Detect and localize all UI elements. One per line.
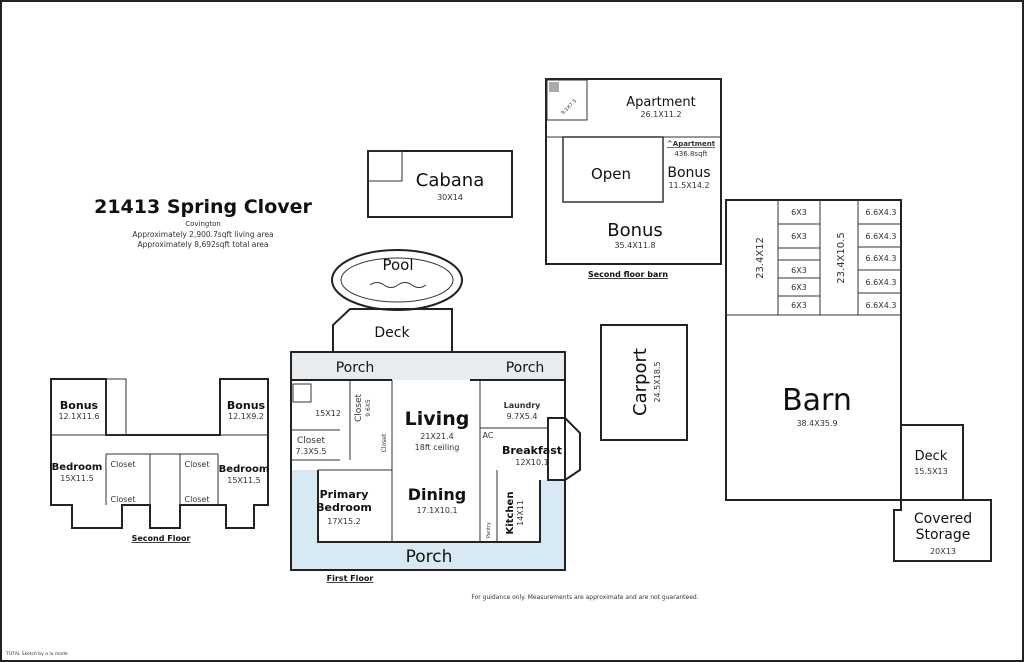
storage-label-2: Storage [916, 527, 971, 543]
dining-dim: 17.1X10.1 [416, 506, 457, 515]
apartment-area-label: ^Apartment [667, 140, 716, 148]
credit: TOTAL Sketch by a la mode [5, 651, 68, 657]
barn-dim: 38.4X35.9 [796, 419, 837, 428]
dining-label: Dining [408, 485, 466, 504]
apartment-area: 436.8sqft [674, 150, 707, 158]
kitchen-dim: 14X11 [516, 500, 525, 526]
storage-label-1: Covered [914, 511, 972, 527]
breakfast-label: Breakfast [502, 444, 562, 457]
total-area: Approximately 8,692sqft total area [137, 240, 268, 249]
stall-left-dim: 6X3 [791, 283, 807, 292]
apartment-dim: 26.1X11.2 [640, 110, 681, 119]
header: 21413 Spring Clover Covington Approximat… [94, 196, 312, 249]
pantry-label: Pantry [486, 522, 492, 538]
cabana: Cabana 30X14 [367, 150, 513, 218]
barn-deck-label: Deck [915, 449, 948, 464]
bonus-right-label: Bonus [227, 399, 266, 412]
property-title: 21413 Spring Clover [94, 196, 312, 218]
bonus-large-label: Bonus [607, 220, 663, 241]
carport: Carport 24.5X18.5 [600, 324, 688, 441]
bonus-left-dim: 12.1X11.6 [58, 412, 99, 421]
bonus-right-dim: 12.1X9.2 [228, 412, 264, 421]
living-dim: 21X21.4 [420, 432, 453, 441]
bonus-small-dim: 11.5X14.2 [668, 181, 709, 190]
primary-bedroom-dim: 17X15.2 [327, 517, 360, 526]
porch-bottom-label: Porch [406, 547, 453, 567]
first-floor-caption: First Floor [327, 574, 374, 583]
aisle-left-dim: 23.4X12 [755, 237, 766, 279]
stall-right-dim: 6.6X4.3 [866, 232, 897, 241]
barn-deck-dim: 15.5X13 [914, 467, 947, 476]
stall-left-dim: 6X3 [791, 208, 807, 217]
second-floor: Bonus 12.1X11.6 Bonus 12.1X9.2 Bedroom 1… [50, 378, 270, 543]
second-floor-barn-caption: Second floor barn [588, 270, 668, 279]
stall-right-dim: 6.6X4.3 [866, 278, 897, 287]
open-label: Open [591, 165, 631, 183]
porch-top-right-label: Porch [506, 360, 545, 376]
living-note: 18ft ceiling [415, 443, 460, 452]
closet-b-dim: 7.3X5.5 [296, 447, 327, 456]
first-floor: Porch Porch 15X12 Closet 9.6X5 Closet 7.… [290, 351, 581, 583]
stall-left-dim: 6X3 [791, 301, 807, 310]
bedroom-right-dim: 15X11.5 [227, 476, 260, 485]
stall-left-dim: 6X3 [791, 232, 807, 241]
bonus-large-dim: 35.4X11.8 [614, 241, 655, 250]
city: Covington [185, 220, 221, 228]
second-floor-caption: Second Floor [132, 534, 191, 543]
carport-dim: 24.5X18.5 [653, 361, 662, 402]
cabana-label: Cabana [416, 170, 485, 191]
stall-left-dim: 6X3 [791, 266, 807, 275]
closet-b-label: Closet [297, 436, 326, 446]
deck-label: Deck [374, 325, 410, 341]
bonus-left-label: Bonus [60, 399, 99, 412]
closet-label: Closet [111, 460, 136, 469]
stall-right-dim: 6.6X4.3 [866, 301, 897, 310]
carport-label: Carport [630, 348, 651, 416]
living-label: Living [405, 408, 470, 430]
closet-label: Closet [185, 495, 210, 504]
second-floor-barn: 9.1X7.5 Apartment 26.1X11.2 ^Apartment 4… [545, 78, 722, 279]
laundry-dim: 9.7X5.4 [507, 412, 538, 421]
barn: 23.4X12 23.4X10.5 6X3 6X3 6X3 6X3 6X3 6.… [725, 199, 902, 501]
porch-top-left-label: Porch [336, 360, 375, 376]
closet-a-dim: 9.6X5 [365, 399, 372, 417]
closet-a-label: Closet [354, 394, 364, 423]
bedroom-left-dim: 15X11.5 [60, 474, 93, 483]
breakfast-dim: 12X10.1 [515, 458, 548, 467]
bedroom-right-label: Bedroom [219, 464, 270, 475]
storage-dim: 20X13 [930, 547, 956, 556]
stall-right-dim: 6.6X4.3 [866, 208, 897, 217]
aisle-right-dim: 23.4X10.5 [836, 232, 847, 283]
bedroom-left-label: Bedroom [52, 462, 103, 473]
covered-storage: Covered Storage 20X13 [893, 499, 992, 562]
closet-label: Closet [185, 460, 210, 469]
stall-right-dim: 6.6X4.3 [866, 254, 897, 263]
closet-label: Closet [111, 495, 136, 504]
kitchen-label: Kitchen [505, 492, 516, 535]
cabana-dim: 30X14 [437, 193, 463, 202]
bath-dim: 15X12 [315, 409, 341, 418]
laundry-label: Laundry [504, 401, 542, 410]
disclaimer: For guidance only. Measurements are appr… [471, 594, 698, 601]
ac-label: AC [483, 431, 494, 440]
primary-bedroom-label-2: Bedroom [316, 501, 372, 514]
barn-label: Barn [782, 383, 852, 418]
closet-c-label: Closet [381, 433, 388, 452]
apartment-label: Apartment [626, 95, 696, 110]
living-area: Approximately 2,900.7sqft living area [132, 230, 273, 239]
primary-bedroom-label-1: Primary [320, 488, 369, 501]
pool-label: Pool [382, 256, 413, 274]
bonus-small-label: Bonus [667, 165, 710, 181]
